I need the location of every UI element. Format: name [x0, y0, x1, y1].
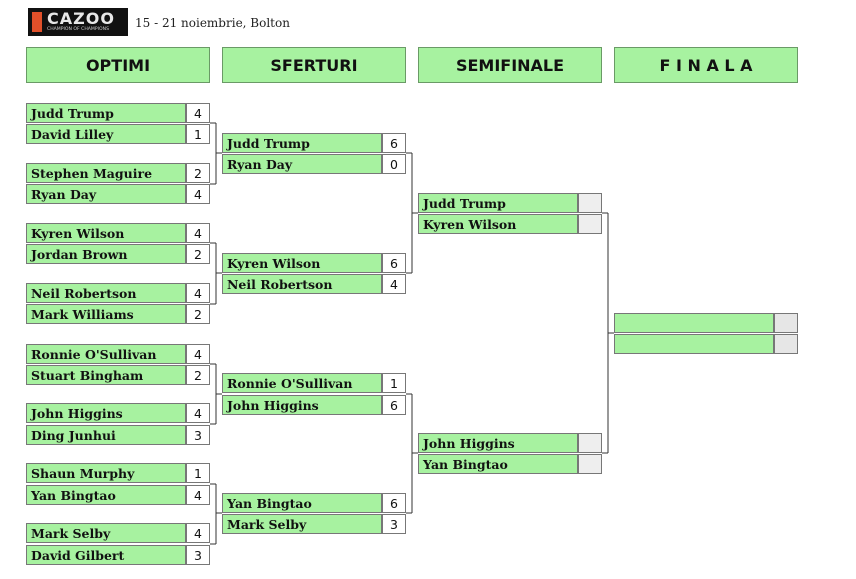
player-name: Ronnie O'Sullivan: [222, 373, 382, 393]
player-name: David Lilley: [26, 124, 186, 144]
player-score: 4: [186, 283, 210, 303]
player-score: 4: [186, 485, 210, 505]
player-score: 3: [186, 545, 210, 565]
player-score: [578, 193, 602, 213]
player-name: Mark Selby: [26, 523, 186, 543]
logo-tagline: CHAMPION OF CHAMPIONS: [47, 27, 109, 32]
player-score: 2: [186, 304, 210, 324]
player-name: Yan Bingtao: [418, 454, 578, 474]
player-name: Ryan Day: [222, 154, 382, 174]
player-name: Yan Bingtao: [222, 493, 382, 513]
player-score: 3: [382, 514, 406, 534]
player-name: Kyren Wilson: [418, 214, 578, 234]
player-score: 6: [382, 133, 406, 153]
player-name: Neil Robertson: [26, 283, 186, 303]
player-name: Yan Bingtao: [26, 485, 186, 505]
player-name: Neil Robertson: [222, 274, 382, 294]
cazoo-logo: CAZOO CHAMPION OF CHAMPIONS: [28, 8, 128, 36]
player-name: David Gilbert: [26, 545, 186, 565]
player-name: John Higgins: [26, 403, 186, 423]
player-score: 4: [382, 274, 406, 294]
player-score: [774, 334, 798, 354]
player-score: 6: [382, 395, 406, 415]
player-score: 1: [382, 373, 406, 393]
player-name: Mark Williams: [26, 304, 186, 324]
player-score: [774, 313, 798, 333]
player-name: Judd Trump: [418, 193, 578, 213]
player-name: Shaun Murphy: [26, 463, 186, 483]
player-score: 6: [382, 493, 406, 513]
player-name: Kyren Wilson: [26, 223, 186, 243]
player-score: [578, 433, 602, 453]
player-score: 1: [186, 124, 210, 144]
logo-mark-icon: [32, 12, 42, 32]
player-name: Ryan Day: [26, 184, 186, 204]
player-score: 6: [382, 253, 406, 273]
player-score: 4: [186, 344, 210, 364]
player-name: John Higgins: [418, 433, 578, 453]
player-name: [614, 313, 774, 333]
player-score: [578, 214, 602, 234]
round-header-qf: SFERTURI: [222, 47, 406, 83]
player-score: 4: [186, 223, 210, 243]
player-score: 0: [382, 154, 406, 174]
player-score: 4: [186, 523, 210, 543]
round-header-sf: SEMIFINALE: [418, 47, 602, 83]
player-name: Stuart Bingham: [26, 365, 186, 385]
round-header-final: F I N A L A: [614, 47, 798, 83]
player-score: 4: [186, 103, 210, 123]
player-name: Stephen Maguire: [26, 163, 186, 183]
player-name: Jordan Brown: [26, 244, 186, 264]
player-name: [614, 334, 774, 354]
player-name: Judd Trump: [222, 133, 382, 153]
player-name: Judd Trump: [26, 103, 186, 123]
logo-text: CAZOO: [47, 9, 115, 28]
player-score: 3: [186, 425, 210, 445]
player-name: Mark Selby: [222, 514, 382, 534]
player-score: [578, 454, 602, 474]
player-score: 2: [186, 163, 210, 183]
player-score: 4: [186, 184, 210, 204]
player-score: 4: [186, 403, 210, 423]
player-name: John Higgins: [222, 395, 382, 415]
event-info: 15 - 21 noiembrie, Bolton: [135, 16, 290, 30]
player-score: 2: [186, 365, 210, 385]
round-header-r16: OPTIMI: [26, 47, 210, 83]
player-name: Kyren Wilson: [222, 253, 382, 273]
player-name: Ronnie O'Sullivan: [26, 344, 186, 364]
player-name: Ding Junhui: [26, 425, 186, 445]
player-score: 1: [186, 463, 210, 483]
player-score: 2: [186, 244, 210, 264]
